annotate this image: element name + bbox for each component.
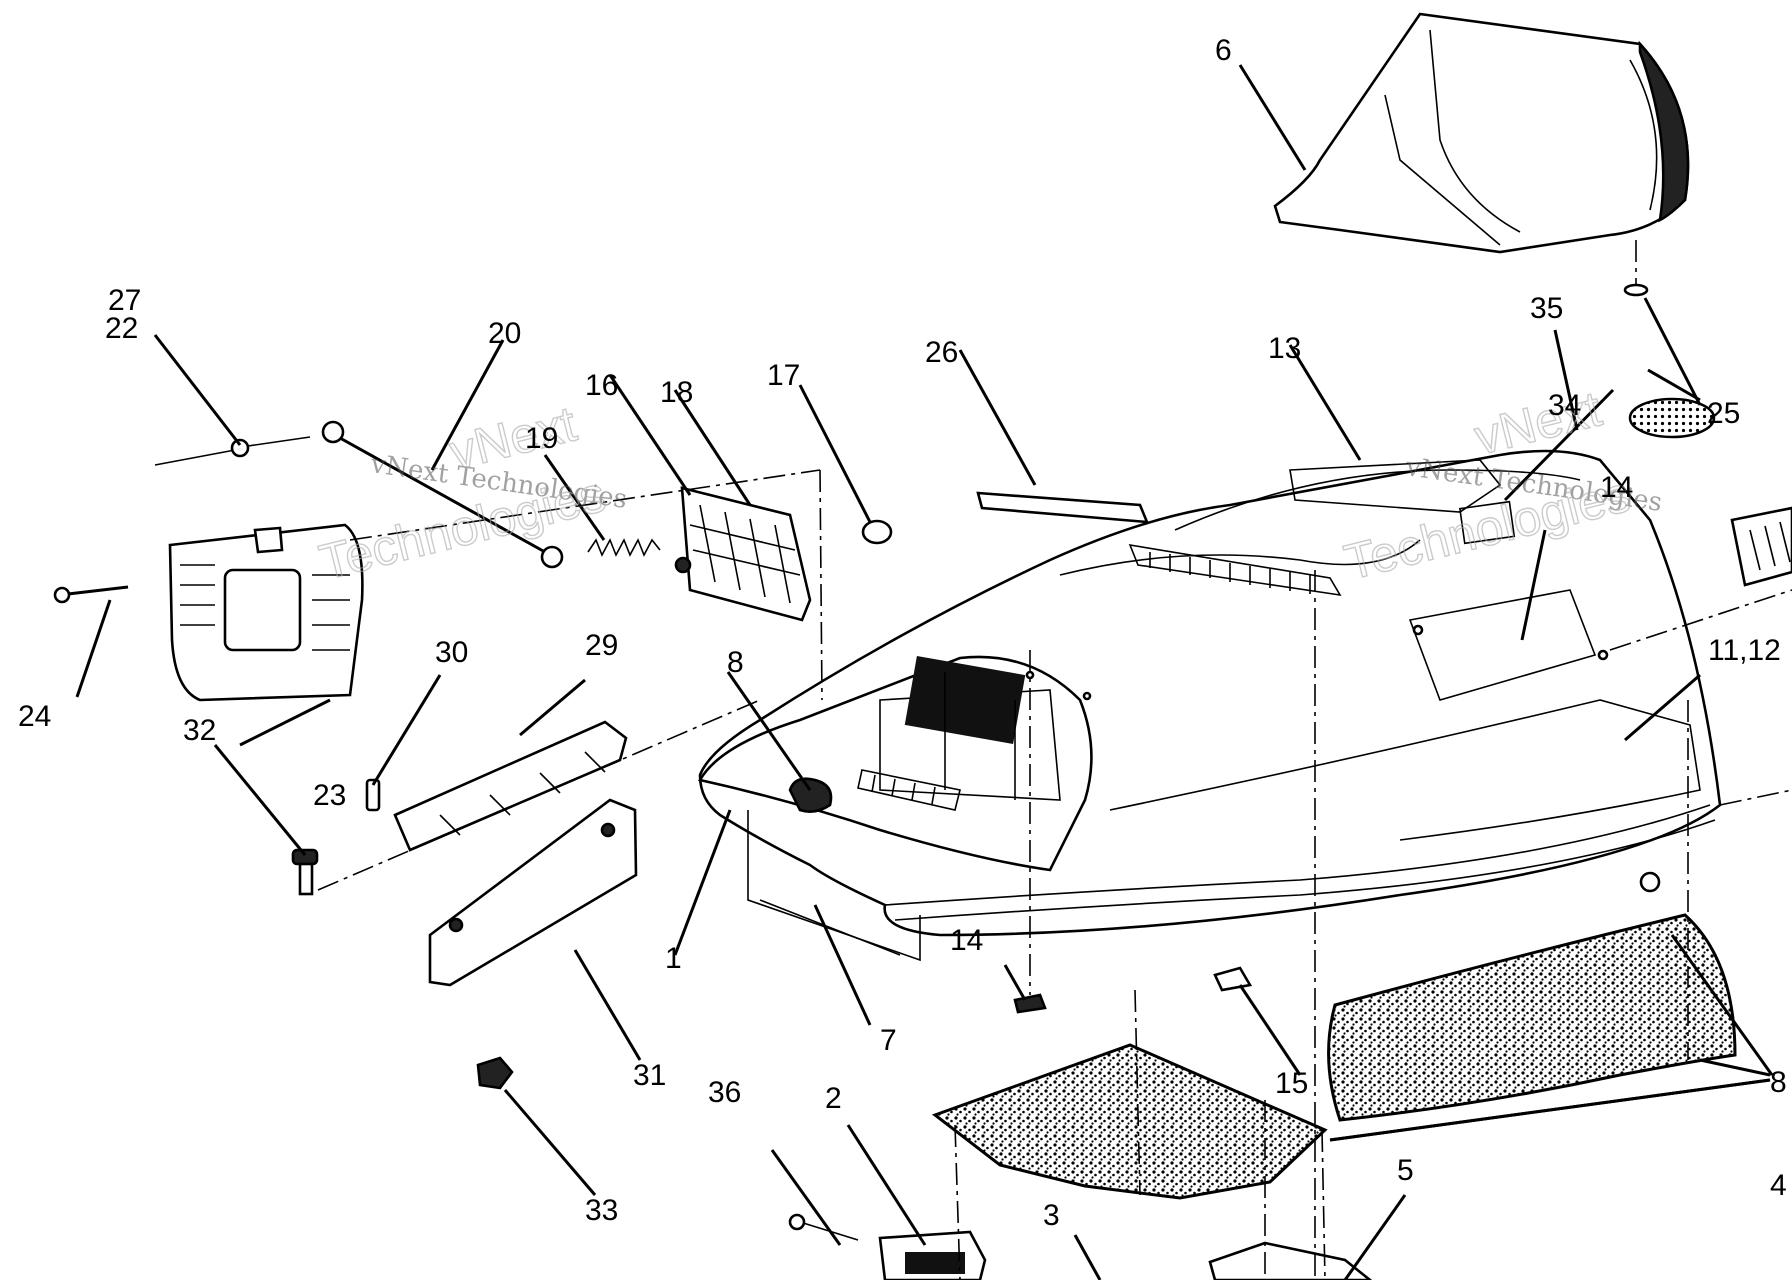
label-33: 33	[585, 1194, 618, 1227]
oval-badge-part	[1628, 397, 1716, 439]
windshield-part	[1273, 12, 1690, 254]
right-vent-part	[1730, 506, 1792, 587]
label-25: 25	[1707, 397, 1740, 430]
label-35: 35	[1530, 292, 1563, 325]
label-13: 13	[1268, 332, 1301, 365]
top-vents	[1128, 543, 1342, 597]
bracket-box-part	[1208, 1241, 1373, 1280]
label-20: 20	[488, 317, 521, 350]
top-panel-outline	[1289, 459, 1502, 513]
nut-33-part	[476, 1056, 514, 1090]
label-7: 7	[880, 1024, 897, 1057]
bolt-36-part	[788, 1213, 859, 1241]
label-14b: 14	[950, 924, 983, 957]
leader-lines	[75, 64, 1774, 1280]
dash-louvre	[857, 769, 961, 811]
label-16: 16	[585, 369, 618, 402]
label-1: 1	[665, 942, 682, 975]
label-22: 22	[105, 312, 138, 345]
label-36: 36	[708, 1076, 741, 1109]
label-17: 17	[767, 359, 800, 392]
screw-24-part	[53, 585, 129, 604]
foam-pad-large-part	[1327, 913, 1737, 1122]
grille-part	[674, 486, 812, 622]
clip-part	[1213, 966, 1253, 992]
hood-part	[697, 449, 1722, 937]
label-34: 34	[1548, 389, 1581, 422]
label-14a: 14	[1600, 471, 1633, 504]
spring-part	[587, 538, 661, 557]
bolt-32-part	[291, 848, 319, 896]
label-6: 6	[1215, 34, 1232, 67]
bracket-part	[393, 720, 628, 852]
label-32: 32	[183, 714, 216, 747]
plate-part	[428, 798, 638, 987]
link-rod-part	[321, 420, 564, 569]
label-2: 2	[825, 1082, 842, 1115]
label-23: 23	[313, 779, 346, 812]
label-31: 31	[633, 1059, 666, 1092]
label-27: 27	[108, 284, 141, 317]
headlight-part	[168, 523, 364, 702]
label-24: 24	[18, 700, 51, 733]
label-5: 5	[1397, 1154, 1414, 1187]
label-8a: 8	[727, 646, 744, 679]
watermarks: vNext Technologies vNext Technologies vN…	[313, 380, 1664, 592]
label-11-12: 11,12	[1708, 634, 1781, 667]
label-4: 4	[1770, 1169, 1787, 1202]
label-8b: 8	[1770, 1066, 1787, 1099]
headlight-left-louvre	[180, 564, 215, 626]
foam-pad-part	[931, 1043, 1328, 1200]
label-18: 18	[660, 376, 693, 409]
pin-part	[154, 436, 311, 466]
lower-panel-part	[747, 810, 921, 962]
cap-part	[861, 519, 893, 545]
screw-30-part	[365, 778, 381, 812]
label-19: 19	[525, 422, 558, 455]
part-number-labels: 1 2 3 4 5 6 7 8 8 11,12 13 14 14 15 16 1…	[18, 34, 1787, 1232]
bumper-part	[1013, 993, 1047, 1014]
label-29: 29	[585, 629, 618, 662]
label-26: 26	[925, 336, 958, 369]
decal-strip-part	[976, 491, 1150, 524]
label-15: 15	[1275, 1067, 1308, 1100]
label-30: 30	[435, 636, 468, 669]
assembly-lines	[317, 469, 1792, 1280]
label-3: 3	[1043, 1199, 1060, 1232]
headlight-right-louvre	[312, 574, 350, 651]
washer-part	[1623, 283, 1649, 297]
